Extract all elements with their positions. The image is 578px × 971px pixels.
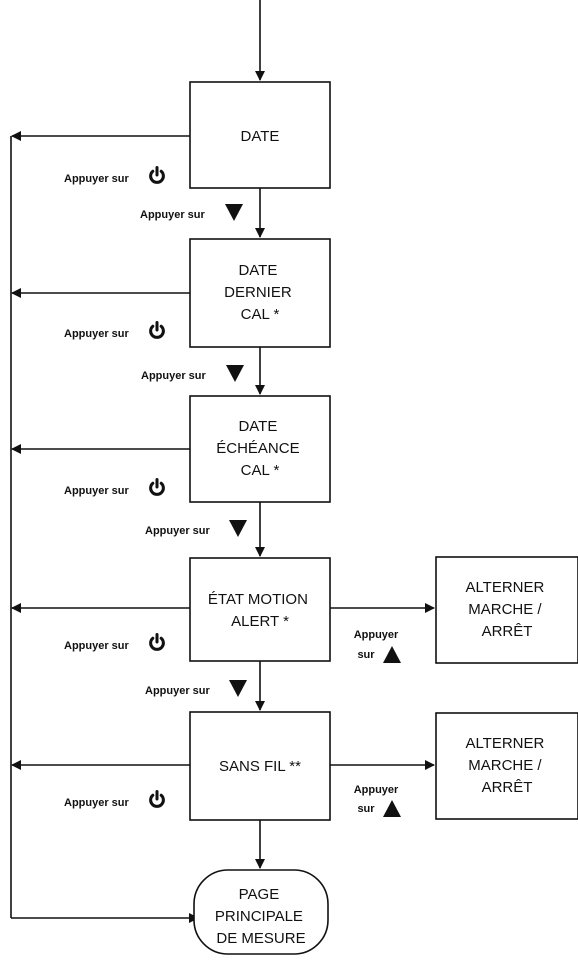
power-hints: Appuyer sur Appuyer sur Appuyer sur Appu… — [64, 166, 165, 809]
hint-label: Appuyer — [354, 629, 399, 641]
hint-label: Appuyer sur — [64, 328, 130, 340]
label-line: ARRÊT — [482, 623, 533, 640]
label-line: PAGE — [239, 886, 280, 903]
down-triangle-icon — [229, 680, 247, 697]
hint-label: Appuyer sur — [145, 525, 211, 537]
label-date: DATE — [241, 128, 280, 145]
label-line: PRINCIPALE — [215, 908, 303, 925]
label-line: DATE — [241, 128, 280, 145]
hint-up-2: Appuyer sur — [354, 784, 401, 817]
power-icon — [149, 166, 165, 184]
hint-power-5: Appuyer sur — [64, 790, 165, 809]
label-line: ALTERNER — [465, 579, 544, 596]
hint-label: sur — [357, 803, 375, 815]
up-triangle-icon — [383, 800, 401, 817]
box-date-echeance-cal — [189, 395, 331, 503]
label-line: MARCHE / — [468, 601, 542, 618]
hint-label: Appuyer sur — [141, 370, 207, 382]
hint-power-3: Appuyer sur — [64, 478, 165, 497]
label-line: CAL * — [241, 462, 280, 479]
hint-label: Appuyer sur — [64, 640, 130, 652]
label-line: DATE — [238, 262, 277, 279]
up-hints: Appuyer sur Appuyer sur — [354, 629, 401, 817]
hint-label: Appuyer sur — [145, 685, 211, 697]
power-icon — [149, 633, 165, 651]
hint-down-4: Appuyer sur — [145, 680, 247, 697]
toggle-arrows — [330, 603, 435, 770]
label-line: DERNIER — [224, 284, 292, 301]
terminal-page-principale — [193, 869, 329, 955]
label-line: ALERT * — [231, 613, 289, 630]
label-line: ÉCHÉANCE — [216, 440, 299, 457]
label-line: SANS FIL ** — [219, 758, 301, 775]
hint-label: Appuyer sur — [64, 485, 130, 497]
boxes — [189, 81, 578, 955]
hint-up-1: Appuyer sur — [354, 629, 401, 663]
label-line: ÉTAT MOTION — [208, 591, 308, 608]
label-line: MARCHE / — [468, 757, 542, 774]
label-line: ARRÊT — [482, 779, 533, 796]
hint-power-2: Appuyer sur — [64, 321, 165, 340]
hint-label: Appuyer sur — [64, 173, 130, 185]
hint-label: sur — [357, 649, 375, 661]
down-triangle-icon — [225, 204, 243, 221]
power-icon — [149, 790, 165, 808]
label-page-principale: PAGE PRINCIPALE DE MESURE — [215, 886, 307, 947]
box-sans-fil — [189, 711, 331, 821]
label-line: ALTERNER — [465, 735, 544, 752]
box-labels: DATE DATE DERNIER CAL * DATE ÉCHÉANCE CA… — [208, 128, 548, 947]
hint-power-4: Appuyer sur — [64, 633, 165, 652]
box-toggle-motion — [435, 556, 578, 664]
down-hints: Appuyer sur Appuyer sur Appuyer sur Appu… — [140, 204, 247, 697]
box-date — [189, 81, 331, 189]
label-toggle-motion: ALTERNER MARCHE / ARRÊT — [465, 579, 548, 640]
label-toggle-sans-fil: ALTERNER MARCHE / ARRÊT — [465, 735, 548, 796]
label-date-dernier-cal: DATE DERNIER CAL * — [224, 262, 296, 323]
box-date-dernier-cal — [189, 238, 331, 348]
label-line: DATE — [238, 418, 277, 435]
up-triangle-icon — [383, 646, 401, 663]
label-line: CAL * — [241, 306, 280, 323]
hint-label: Appuyer sur — [140, 209, 206, 221]
hint-down-1: Appuyer sur — [140, 204, 243, 221]
exit-branches — [10, 131, 199, 923]
hint-label: Appuyer — [354, 784, 399, 796]
power-icon — [149, 321, 165, 339]
box-toggle-sans-fil — [435, 712, 578, 820]
power-icon — [149, 478, 165, 496]
box-etat-motion-alert — [189, 557, 331, 662]
hint-down-3: Appuyer sur — [145, 520, 247, 537]
hint-down-2: Appuyer sur — [141, 365, 244, 382]
label-line: DE MESURE — [216, 930, 305, 947]
down-triangle-icon — [226, 365, 244, 382]
hint-power-1: Appuyer sur — [64, 166, 165, 185]
label-sans-fil: SANS FIL ** — [219, 758, 301, 775]
label-etat-motion-alert: ÉTAT MOTION ALERT * — [208, 591, 312, 630]
hint-label: Appuyer sur — [64, 797, 130, 809]
label-date-echeance-cal: DATE ÉCHÉANCE CAL * — [216, 418, 304, 479]
down-triangle-icon — [229, 520, 247, 537]
